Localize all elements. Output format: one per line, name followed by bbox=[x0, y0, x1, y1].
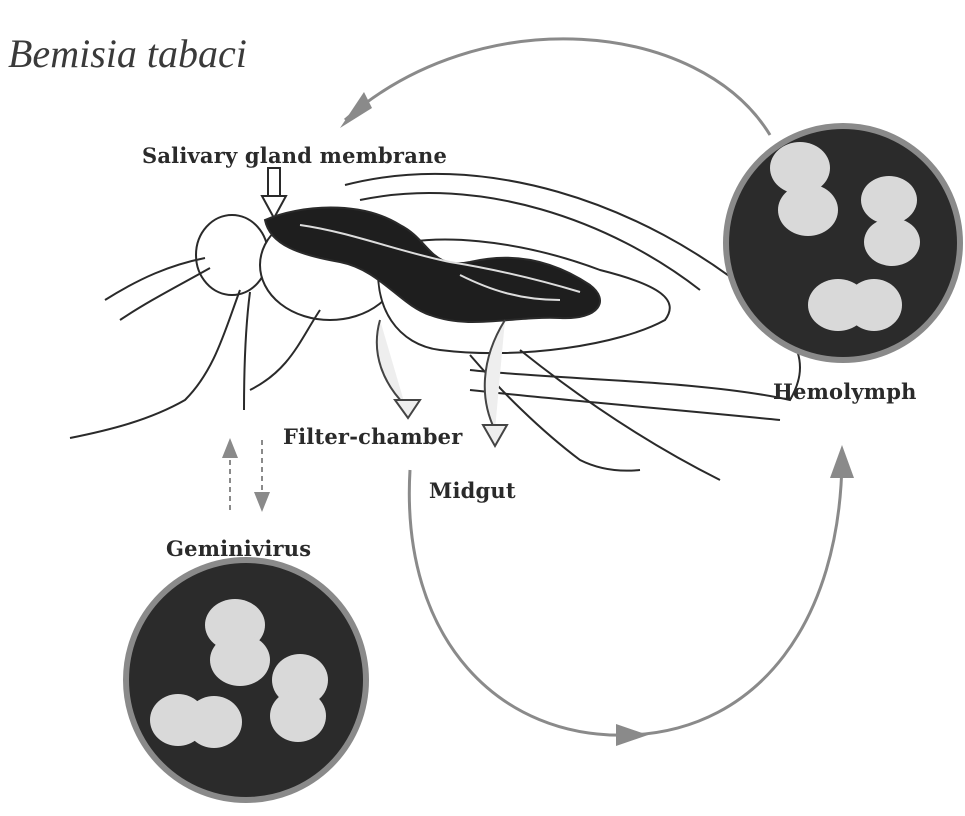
virion-particle bbox=[210, 634, 270, 686]
arrowhead-up bbox=[222, 438, 238, 458]
head bbox=[196, 215, 268, 295]
leg-front bbox=[70, 290, 240, 438]
arrowhead-salivary bbox=[340, 92, 372, 128]
hemolymph-virion-disc bbox=[726, 126, 960, 360]
salivary-pointer-arrow bbox=[262, 168, 286, 218]
virion-particle bbox=[861, 176, 917, 224]
geminivirus-virion-disc bbox=[126, 560, 366, 800]
arrow-hemolymph-to-salivary bbox=[345, 39, 770, 135]
virion-particle bbox=[778, 184, 838, 236]
midgut-label: Midgut bbox=[429, 478, 516, 503]
arrowhead-bottom bbox=[616, 724, 648, 746]
salivary-gland-label: Salivary gland membrane bbox=[142, 143, 447, 168]
hemolymph-label: Hemolymph bbox=[773, 379, 917, 404]
filter-chamber-label: Filter-chamber bbox=[283, 424, 463, 449]
leg-mid bbox=[250, 310, 320, 390]
virion-particle bbox=[864, 218, 920, 266]
arrowhead-hemolymph bbox=[830, 445, 854, 478]
virion-particle bbox=[186, 696, 242, 748]
species-title: Bemisia tabaci bbox=[8, 30, 247, 77]
geminivirus-label: Geminivirus bbox=[166, 536, 311, 561]
virion-particle bbox=[270, 690, 326, 742]
arrowhead-down bbox=[254, 492, 270, 512]
virion-particle bbox=[846, 279, 902, 331]
